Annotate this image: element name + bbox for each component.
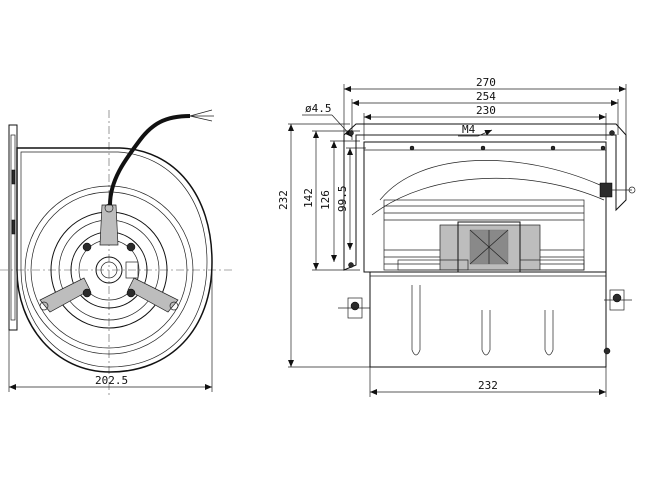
bottom-width-label: 232 bbox=[478, 379, 498, 392]
hub-bolts bbox=[82, 242, 136, 298]
front-width-label: 202.5 bbox=[95, 374, 128, 387]
side-mounting-flange bbox=[343, 123, 627, 271]
left-support-arm bbox=[39, 277, 91, 313]
right-bracket bbox=[603, 289, 632, 355]
overall-width-label: 270 bbox=[476, 76, 496, 89]
right-support-arm bbox=[127, 277, 179, 313]
hole-diameter-label: ø4.5 bbox=[305, 102, 332, 115]
front-view: 202.5 bbox=[0, 109, 235, 395]
height-142-label: 142 bbox=[302, 188, 315, 208]
shaft-bore bbox=[95, 256, 123, 284]
hole-callout bbox=[302, 114, 353, 138]
side-view: 270 254 230 ø4.5 M4 232 bbox=[277, 76, 636, 397]
height-126-label: 126 bbox=[319, 190, 332, 210]
impeller-outer-ring bbox=[24, 185, 194, 355]
thread-label: M4 bbox=[462, 123, 476, 136]
power-cable bbox=[108, 114, 191, 206]
cable-gland bbox=[599, 182, 636, 232]
scroll-housing bbox=[16, 147, 213, 373]
height-dimension bbox=[288, 123, 370, 368]
mount-width-label: 254 bbox=[476, 90, 496, 103]
bottom-width-dimension bbox=[369, 367, 607, 397]
cable-wires bbox=[189, 109, 214, 122]
top-support-arm bbox=[99, 204, 119, 246]
lower-housing bbox=[369, 271, 607, 368]
left-bracket bbox=[338, 297, 370, 319]
motor bbox=[397, 221, 585, 273]
height-99-5-label: 99.5 bbox=[336, 186, 349, 213]
hole-spacing-label: 230 bbox=[476, 104, 496, 117]
height-label: 232 bbox=[277, 190, 290, 210]
front-mounting-flange bbox=[8, 124, 18, 331]
front-width-dimension bbox=[8, 270, 213, 392]
